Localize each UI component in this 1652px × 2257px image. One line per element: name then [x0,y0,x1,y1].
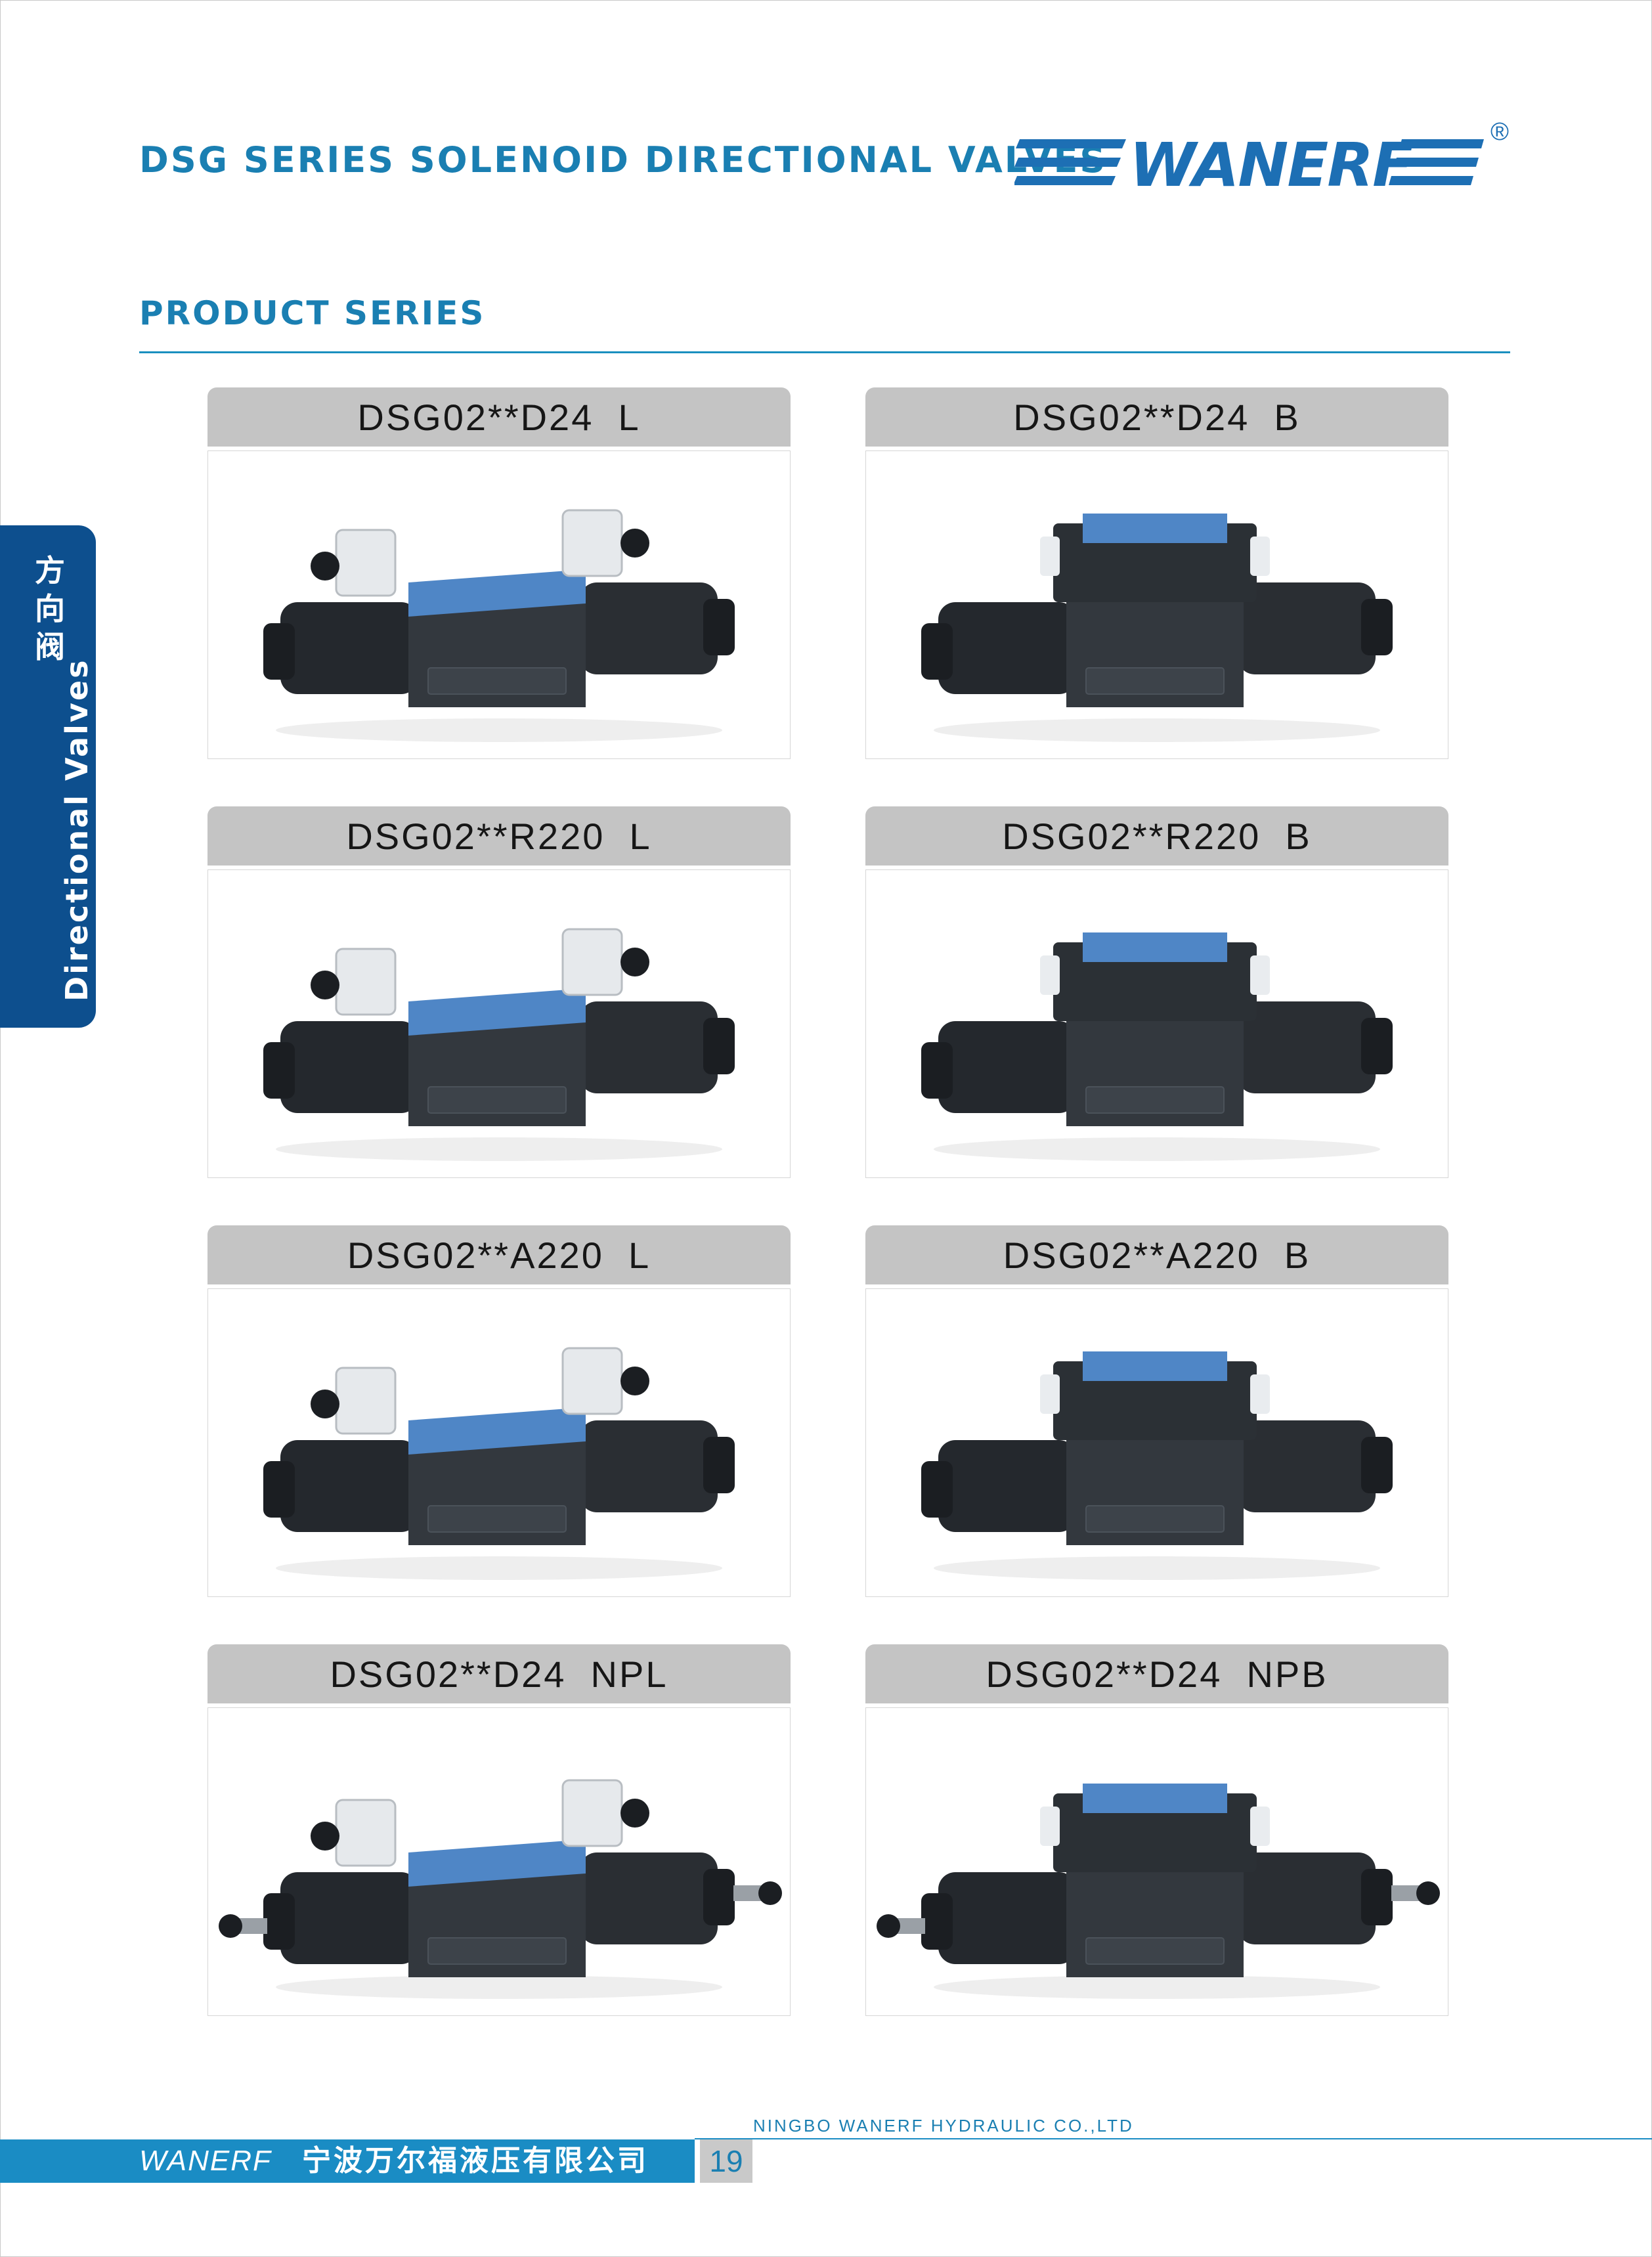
product-label: DSG02**D24 NPB [865,1644,1448,1703]
valve-image-icon [921,932,1393,1161]
product-card: DSG02**A220 L [207,1225,791,1597]
document-title: DSG SERIES SOLENOID DIRECTIONAL VALVES [139,139,1108,181]
valve-image-icon [263,928,735,1161]
section-title: PRODUCT SERIES [139,294,486,332]
side-tab-char: 方 [35,553,65,588]
product-image [207,1707,791,2016]
product-image [865,1707,1448,2016]
company-name-cn: 宁波万尔福液压有限公司 [302,2144,649,2178]
company-name-en: NINGBO WANERF HYDRAULIC CO.,LTD [753,2116,1134,2136]
product-image [207,869,791,1178]
valve-image-icon [263,1347,735,1580]
product-label: DSG02**D24 NPL [207,1644,791,1703]
product-image [865,450,1448,759]
page-number: 19 [700,2139,752,2183]
product-card: DSG02**R220 B [865,806,1448,1178]
product-image [207,450,791,759]
registered-mark: ® [1490,118,1509,146]
valve-image-icon [877,1784,1440,1999]
brand-wordmark: WANERF [1129,130,1414,200]
product-label: DSG02**R220 B [865,806,1448,866]
valve-image-icon [921,514,1393,742]
product-card: DSG02**D24 NPL [207,1644,791,2016]
footer-rule [695,2138,1652,2139]
valve-image-icon [921,1351,1393,1580]
side-tab-char: 向 [35,591,65,626]
side-tab-char: 阀 [35,629,65,665]
product-card: DSG02**D24 L [207,387,791,759]
product-card: DSG02**R220 L [207,806,791,1178]
product-label: DSG02**D24 L [207,387,791,447]
product-label: DSG02**R220 L [207,806,791,866]
product-label: DSG02**A220 B [865,1225,1448,1284]
product-image [865,1288,1448,1597]
product-card: DSG02**D24 B [865,387,1448,759]
section-divider [139,351,1510,353]
product-card: DSG02**D24 NPB [865,1644,1448,2016]
valve-image-icon [263,509,735,742]
product-label: DSG02**D24 B [865,387,1448,447]
brand-logo: WANERF [1014,130,1487,200]
product-image [207,1288,791,1597]
side-tab-cn-label: 方 向 阀 [32,552,68,666]
product-image [865,869,1448,1178]
footer-brand: WANERF [139,2145,272,2177]
brand-stripes-icon [1014,139,1484,185]
valve-image-icon [219,1779,782,1999]
side-tab [0,525,96,1028]
product-card: DSG02**A220 B [865,1225,1448,1597]
side-tab-en-label: Directional Valves [59,658,95,1002]
footer-bar [0,2139,695,2183]
product-label: DSG02**A220 L [207,1225,791,1284]
